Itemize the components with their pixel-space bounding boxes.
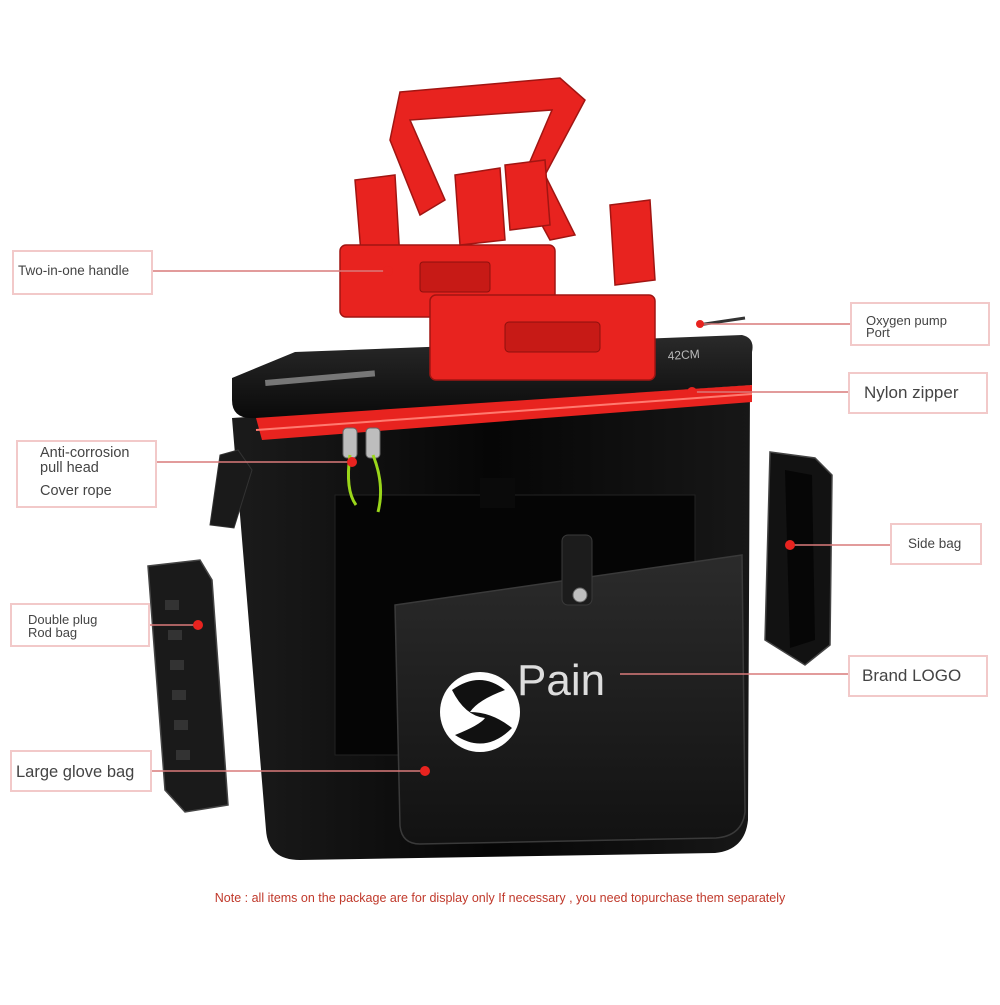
callout-nylon-zipper: Nylon zipper xyxy=(848,372,988,414)
leader-lines xyxy=(150,270,890,772)
callout-large-glove-bag: Large glove bag xyxy=(10,750,152,792)
snap-strap xyxy=(561,534,593,606)
side-strap-left xyxy=(209,449,253,529)
disclaimer-note: Note : all items on the package are for … xyxy=(214,891,786,905)
callout-double-plug-rod-bag: Double plug Rod bag xyxy=(10,603,150,647)
front-pocket xyxy=(394,554,746,845)
brand-text: Pain xyxy=(517,656,605,705)
callout-dots xyxy=(193,266,795,776)
brand-logo-mark xyxy=(440,672,520,752)
callout-two-in-one-handle: Two-in-one handle xyxy=(12,250,153,295)
cover-rope-label: Cover rope xyxy=(40,483,112,499)
size-mark: 42CM xyxy=(667,347,700,363)
callout-brand-logo: Brand LOGO xyxy=(848,655,988,697)
callout-side-bag: Side bag xyxy=(890,523,982,565)
callout-oxygen-pump-port: Oxygen pump Port xyxy=(850,302,990,346)
red-handle xyxy=(339,77,656,381)
rod-bag xyxy=(147,559,229,813)
callout-anti-corrosion-pull-head: Anti-corrosion pull head Cover rope xyxy=(16,440,157,508)
